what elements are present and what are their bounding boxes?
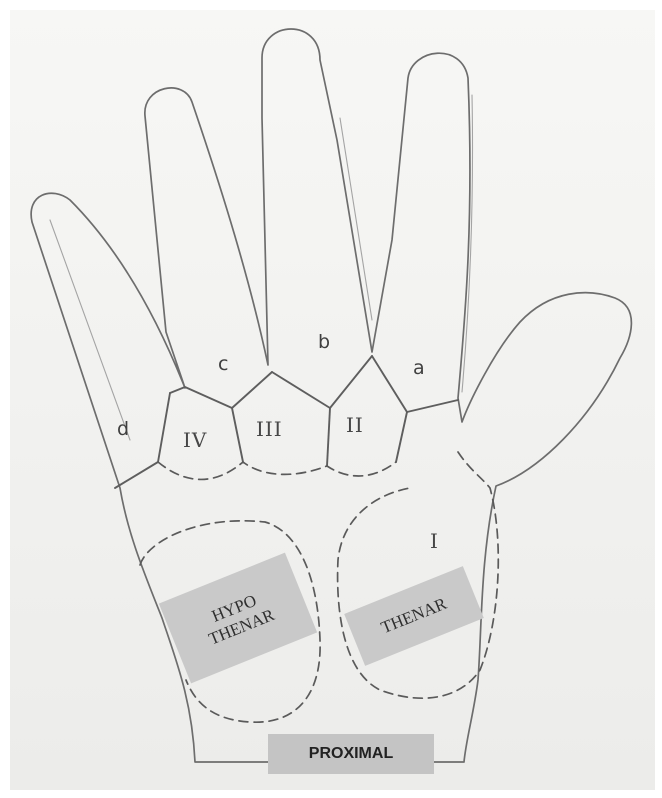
- label-I: I: [430, 529, 439, 553]
- label-IV: IV: [183, 428, 207, 452]
- label-a: a: [413, 357, 425, 379]
- proximal-text: PROXIMAL: [309, 745, 393, 763]
- label-II: II: [346, 413, 364, 437]
- hand-outline: [31, 29, 631, 762]
- crease-divider-3-4: [232, 408, 243, 462]
- pads-lower-boundary: [158, 462, 396, 479]
- crease-middle: [272, 356, 372, 408]
- proximal-label: PROXIMAL: [268, 734, 434, 774]
- label-c: c: [218, 353, 228, 375]
- thenar-region: [338, 452, 499, 698]
- thenar-text: THENAR: [378, 594, 449, 638]
- crease-pinky: [115, 393, 170, 488]
- label-b: b: [318, 331, 330, 353]
- label-III: III: [256, 417, 283, 441]
- crease-ring: [170, 372, 272, 408]
- finger-shading: [50, 95, 473, 440]
- crease-divider-1-2: [396, 412, 407, 462]
- label-d: d: [117, 418, 129, 440]
- crease-divider-2-3: [327, 408, 330, 466]
